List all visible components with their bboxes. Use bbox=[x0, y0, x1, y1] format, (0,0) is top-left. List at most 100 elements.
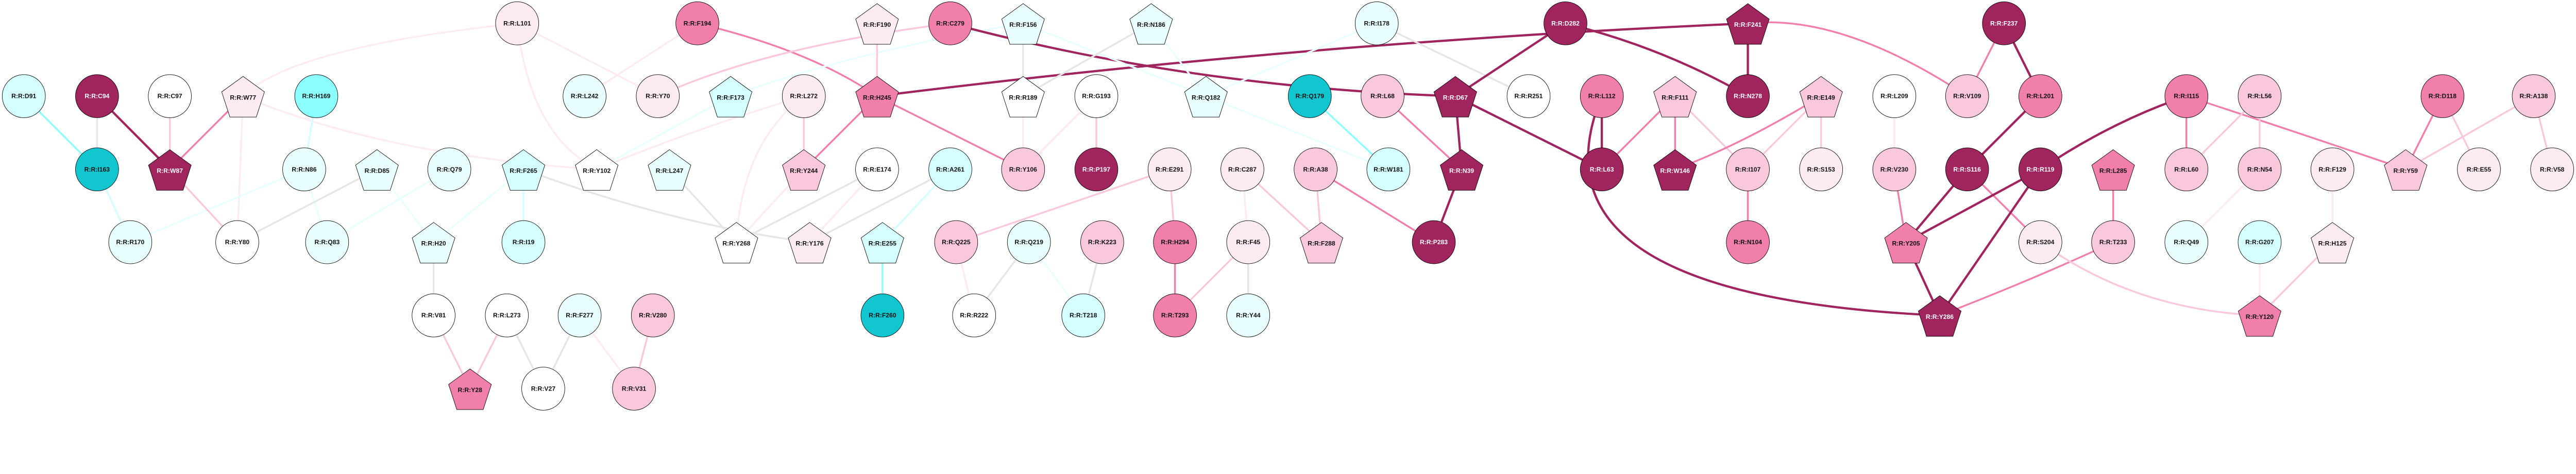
node-f194[interactable]: R:R:F194 bbox=[675, 2, 719, 45]
node-c287[interactable]: R:R:C287 bbox=[1221, 147, 1264, 192]
node-l209[interactable]: R:R:L209 bbox=[1872, 74, 1917, 118]
node-y120[interactable]: R:R:Y120 bbox=[2238, 295, 2281, 337]
node-f129[interactable]: R:R:F129 bbox=[2310, 147, 2354, 192]
node-y176[interactable]: R:R:Y176 bbox=[788, 222, 832, 264]
node-y102[interactable]: R:R:Y102 bbox=[575, 149, 619, 191]
node-a138[interactable]: R:R:A138 bbox=[2512, 74, 2556, 118]
node-s153[interactable]: R:R:S153 bbox=[1799, 147, 1843, 192]
node-t293[interactable]: R:R:T293 bbox=[1153, 293, 1197, 337]
node-h20[interactable]: R:R:H20 bbox=[412, 222, 455, 264]
node-v58[interactable]: R:R:V58 bbox=[2530, 147, 2574, 192]
node-v280[interactable]: R:R:V280 bbox=[631, 293, 675, 337]
node-h294[interactable]: R:R:H294 bbox=[1153, 220, 1197, 264]
node-d85[interactable]: R:R:D85 bbox=[355, 149, 399, 191]
node-l242[interactable]: R:R:L242 bbox=[563, 74, 606, 118]
node-s116[interactable]: R:R:S116 bbox=[1945, 147, 1989, 192]
node-q83[interactable]: R:R:Q83 bbox=[305, 220, 349, 264]
node-e55[interactable]: R:R:E55 bbox=[2457, 147, 2501, 192]
node-c279[interactable]: R:R:C279 bbox=[928, 2, 972, 45]
node-l272[interactable]: R:R:L272 bbox=[782, 74, 826, 118]
node-l247[interactable]: R:R:L247 bbox=[648, 149, 691, 191]
node-a261[interactable]: R:R:A261 bbox=[928, 147, 972, 192]
node-d118[interactable]: R:R:D118 bbox=[2420, 74, 2465, 118]
node-q179[interactable]: R:R:Q179 bbox=[1287, 74, 1332, 118]
node-f190[interactable]: R:R:F190 bbox=[855, 3, 899, 45]
node-q49[interactable]: R:R:Q49 bbox=[2164, 220, 2209, 264]
node-v109[interactable]: R:R:V109 bbox=[1945, 74, 1989, 118]
node-h125[interactable]: R:R:H125 bbox=[2311, 222, 2354, 264]
node-v31[interactable]: R:R:V31 bbox=[612, 367, 656, 411]
node-e291[interactable]: R:R:E291 bbox=[1147, 147, 1192, 192]
node-t218[interactable]: R:R:T218 bbox=[1061, 293, 1106, 337]
node-r189[interactable]: R:R:R189 bbox=[1001, 76, 1045, 117]
node-n54[interactable]: R:R:N54 bbox=[2238, 147, 2282, 192]
node-f265[interactable]: R:R:F265 bbox=[502, 149, 546, 191]
node-q182[interactable]: R:R:Q182 bbox=[1184, 76, 1228, 117]
node-l112[interactable]: R:R:L112 bbox=[1580, 74, 1624, 118]
node-y80[interactable]: R:R:Y80 bbox=[215, 220, 259, 264]
node-f277[interactable]: R:R:F277 bbox=[557, 293, 602, 337]
node-w146[interactable]: R:R:W146 bbox=[1653, 149, 1697, 191]
node-y244[interactable]: R:R:Y244 bbox=[782, 149, 826, 191]
node-n278[interactable]: R:R:N278 bbox=[1726, 74, 1770, 118]
node-l273[interactable]: R:R:L273 bbox=[485, 293, 529, 337]
node-g207[interactable]: R:R:G207 bbox=[2238, 220, 2282, 264]
node-i19[interactable]: R:R:I19 bbox=[501, 220, 546, 264]
node-k223[interactable]: R:R:K223 bbox=[1080, 220, 1124, 264]
node-d67[interactable]: R:R:D67 bbox=[1433, 76, 1477, 117]
node-f241[interactable]: R:R:F241 bbox=[1726, 3, 1770, 45]
node-l101[interactable]: R:R:L101 bbox=[495, 2, 539, 45]
node-n86[interactable]: R:R:N86 bbox=[282, 147, 326, 192]
node-g193[interactable]: R:R:G193 bbox=[1074, 74, 1118, 118]
node-r251[interactable]: R:R:R251 bbox=[1506, 74, 1551, 118]
node-i115[interactable]: R:R:I115 bbox=[2164, 74, 2209, 118]
node-y70[interactable]: R:R:Y70 bbox=[636, 74, 680, 118]
node-s204[interactable]: R:R:S204 bbox=[2019, 220, 2062, 264]
node-f156[interactable]: R:R:F156 bbox=[1001, 3, 1045, 45]
node-i163[interactable]: R:R:I163 bbox=[75, 147, 119, 192]
node-y268[interactable]: R:R:Y268 bbox=[715, 222, 758, 264]
node-y205[interactable]: R:R:Y205 bbox=[1884, 222, 1928, 264]
node-r170[interactable]: R:R:R170 bbox=[108, 220, 152, 264]
node-l285[interactable]: R:R:L285 bbox=[2091, 149, 2135, 191]
node-y44[interactable]: R:R:Y44 bbox=[1226, 293, 1270, 337]
node-l201[interactable]: R:R:L201 bbox=[2019, 74, 2062, 118]
node-p197[interactable]: R:R:P197 bbox=[1074, 147, 1118, 192]
node-f111[interactable]: R:R:F111 bbox=[1653, 76, 1697, 117]
node-l63[interactable]: R:R:L63 bbox=[1580, 147, 1624, 192]
node-y59[interactable]: R:R:Y59 bbox=[2384, 149, 2428, 191]
node-c94[interactable]: R:R:C94 bbox=[75, 74, 119, 118]
node-e149[interactable]: R:R:E149 bbox=[1799, 76, 1843, 117]
node-r119[interactable]: R:R:R119 bbox=[2019, 147, 2062, 192]
node-i178[interactable]: R:R:I178 bbox=[1354, 2, 1399, 45]
node-w181[interactable]: R:R:W181 bbox=[1366, 147, 1411, 192]
node-y28[interactable]: R:R:Y28 bbox=[448, 368, 492, 410]
node-i107[interactable]: R:R:I107 bbox=[1726, 147, 1770, 192]
node-d282[interactable]: R:R:D282 bbox=[1544, 2, 1587, 45]
node-h245[interactable]: R:R:H245 bbox=[855, 76, 899, 117]
node-v230[interactable]: R:R:V230 bbox=[1872, 147, 1917, 192]
node-l60[interactable]: R:R:L60 bbox=[2164, 147, 2209, 192]
node-e174[interactable]: R:R:E174 bbox=[855, 147, 899, 192]
node-v81[interactable]: R:R:V81 bbox=[412, 293, 455, 337]
node-l68[interactable]: R:R:L68 bbox=[1361, 74, 1404, 118]
node-v27[interactable]: R:R:V27 bbox=[521, 367, 565, 411]
node-y286[interactable]: R:R:Y286 bbox=[1918, 295, 1962, 337]
node-q225[interactable]: R:R:Q225 bbox=[934, 220, 978, 264]
node-n186[interactable]: R:R:N186 bbox=[1129, 3, 1173, 45]
node-c97[interactable]: R:R:C97 bbox=[148, 74, 192, 118]
node-e255[interactable]: R:R:E255 bbox=[860, 222, 904, 264]
node-q79[interactable]: R:R:Q79 bbox=[427, 147, 471, 192]
node-f260[interactable]: R:R:F260 bbox=[860, 293, 905, 337]
node-l56[interactable]: R:R:L56 bbox=[2238, 74, 2282, 118]
node-y106[interactable]: R:R:Y106 bbox=[1001, 147, 1045, 192]
node-n104[interactable]: R:R:N104 bbox=[1726, 220, 1770, 264]
node-h169[interactable]: R:R:H169 bbox=[294, 74, 338, 118]
node-t233[interactable]: R:R:T233 bbox=[2091, 220, 2135, 264]
node-a38[interactable]: R:R:A38 bbox=[1294, 147, 1337, 192]
node-f237[interactable]: R:R:F237 bbox=[1982, 2, 2026, 45]
node-r222[interactable]: R:R:R222 bbox=[952, 293, 996, 337]
node-d91[interactable]: R:R:D91 bbox=[2, 74, 46, 118]
node-q219[interactable]: R:R:Q219 bbox=[1007, 220, 1051, 264]
node-f45[interactable]: R:R:F45 bbox=[1226, 220, 1270, 264]
